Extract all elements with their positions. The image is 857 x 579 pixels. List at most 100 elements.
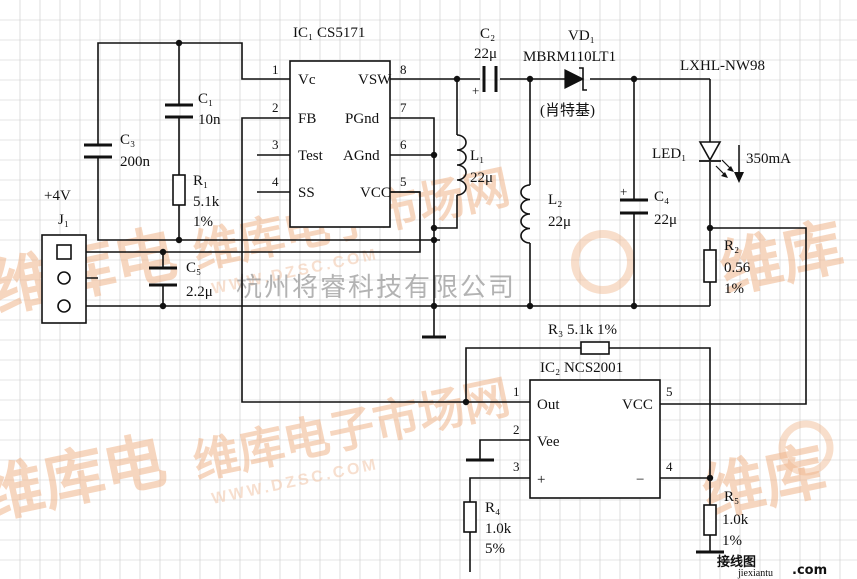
l1-value: 22μ (470, 170, 493, 186)
c4-ref: C₄ (654, 189, 669, 205)
r1-tolerance: 1% (193, 214, 213, 230)
resistor-r1: R₁ 5.1k 1% (172, 173, 220, 230)
capacitor-c4: + C₄ 22μ (620, 184, 677, 228)
ic2-pin2-num: 2 (513, 422, 520, 437)
ic2-title: IC₂ NCS2001 (540, 360, 623, 376)
j1-pin2 (57, 271, 71, 285)
l2-ref: L₂ (548, 192, 562, 208)
logo-ring-icon (571, 230, 635, 294)
watermarks: 维库电 维库电子市场网 WWW.DZSC.COM 维库电 维库电子市场网 WWW… (0, 160, 850, 534)
ic1-pin4-num: 4 (272, 174, 279, 189)
vd1-ref: VD₁ (568, 28, 595, 44)
c3-value: 200n (120, 154, 151, 170)
ic1-pin2-name: FB (298, 111, 316, 127)
ic1-pin1-name: Vc (298, 72, 316, 88)
c2-value: 22μ (474, 46, 497, 62)
ic1-pin7-name: PGnd (345, 111, 380, 127)
r3-label: R₃ 5.1k 1% (548, 322, 617, 338)
c2-plus-icon: + (472, 83, 479, 98)
r2-tolerance: 1% (724, 281, 744, 297)
r5-value: 1.0k (722, 512, 749, 528)
ic2-pin2-name: Vee (537, 434, 560, 450)
j1-pin1-square (56, 244, 72, 260)
l2-value: 22μ (548, 214, 571, 230)
wires (64, 42, 807, 572)
r4-tolerance: 5% (485, 541, 505, 557)
r4-ref: R₄ (485, 500, 500, 516)
inductor-l2: L₂ 22μ (520, 184, 571, 244)
capacitor-c3: C₃ 200n (84, 132, 151, 170)
c2-ref: C₂ (480, 26, 495, 42)
ic2-pin1-name: Out (537, 397, 560, 413)
footer-cn: 接线图 (717, 554, 756, 570)
ic1-pin1-num: 1 (272, 62, 279, 77)
ic2-pin4-num: 4 (666, 459, 673, 474)
connector-j1: +4V J₁ (41, 188, 87, 324)
ic1-pin7-num: 7 (400, 100, 407, 115)
ic1-pin6-num: 6 (400, 137, 407, 152)
footer-url: jiexiantu (737, 568, 773, 579)
r5-ref: R₅ (724, 489, 739, 505)
vd1-note: (肖特基) (540, 102, 595, 119)
r5-tolerance: 1% (722, 533, 742, 549)
footer-logo: 接线图 jiexiantu .com (717, 554, 827, 579)
schottky-diode-vd1: VD₁ MBRM110LT1 (肖特基) (523, 28, 616, 119)
j1-pin3 (57, 299, 71, 313)
capacitor-c2: + C₂ 22μ (472, 26, 498, 98)
ic1-pin8-name: VSW (358, 72, 392, 88)
ic2-ncs2001: IC₂ NCS2001 1 2 3 5 4 Out Vee + VCC − (513, 360, 673, 499)
led1-ref: LED₁ (652, 146, 686, 162)
ic1-pin8-num: 8 (400, 62, 407, 77)
ic1-body (289, 60, 391, 228)
capacitor-c5: C₅ 2.2μ (149, 260, 213, 300)
led1-part: LXHL-NW98 (680, 58, 765, 74)
junction-dots (159, 39, 714, 482)
footer-com: .com (792, 563, 827, 578)
resistor-r2: R₂ 0.56 1% (703, 238, 751, 297)
logo-ring-icon (778, 420, 834, 476)
vd1-part: MBRM110LT1 (523, 49, 616, 65)
capacitor-c1: C₁ 10n (165, 91, 221, 128)
ic1-pin2-num: 2 (272, 100, 279, 115)
ic2-pin5-name: VCC (622, 397, 653, 413)
resistor-r3: R₃ 5.1k 1% (548, 322, 617, 355)
c5-ref: C₅ (186, 260, 201, 276)
ic1-pin3-num: 3 (272, 137, 279, 152)
ic2-pin3-name: + (537, 472, 545, 488)
company-watermark: 杭州将睿科技有限公司 (236, 273, 516, 303)
ic1-pin4-name: SS (298, 185, 315, 201)
ic1-cs5171: IC₁ CS5171 1 2 3 4 Vc FB Test SS 8 7 6 5… (272, 25, 407, 228)
l1-ref: L₁ (470, 148, 484, 164)
j1-voltage: +4V (44, 188, 71, 204)
r2-ref: R₂ (724, 238, 739, 254)
led1-current: 350mA (746, 151, 791, 167)
ic1-pin5-name: VCC (360, 185, 391, 201)
j1-ref: J₁ (58, 212, 69, 228)
current-arrowhead-icon (734, 172, 744, 183)
ic1-pin3-name: Test (298, 148, 324, 164)
inductor-l1: L₁ 22μ (456, 134, 493, 196)
r4-value: 1.0k (485, 521, 512, 537)
resistor-r5: R₅ 1.0k 1% (703, 489, 749, 549)
ic2-pin1-num: 1 (513, 384, 520, 399)
led-icon (698, 141, 722, 162)
c3-ref: C₃ (120, 132, 135, 148)
ground-symbols (422, 335, 724, 554)
ic2-body (529, 379, 661, 499)
resistor-r4: R₄ 1.0k 5% (463, 500, 512, 557)
ic1-pin5-num: 5 (400, 174, 407, 189)
brand-watermark-left: 维库电 (0, 216, 183, 326)
ic2-pin5-num: 5 (666, 384, 673, 399)
c4-plus-icon: + (620, 184, 627, 199)
ic2-pin3-num: 3 (513, 459, 520, 474)
c1-value: 10n (198, 112, 221, 128)
c1-ref: C₁ (198, 91, 213, 107)
ic1-title: IC₁ CS5171 (293, 25, 365, 41)
r2-value: 0.56 (724, 260, 751, 276)
ic2-pin4-name: − (636, 472, 644, 488)
c4-value: 22μ (654, 212, 677, 228)
r1-ref: R₁ (193, 173, 208, 189)
ic1-pin6-name: AGnd (343, 148, 380, 164)
